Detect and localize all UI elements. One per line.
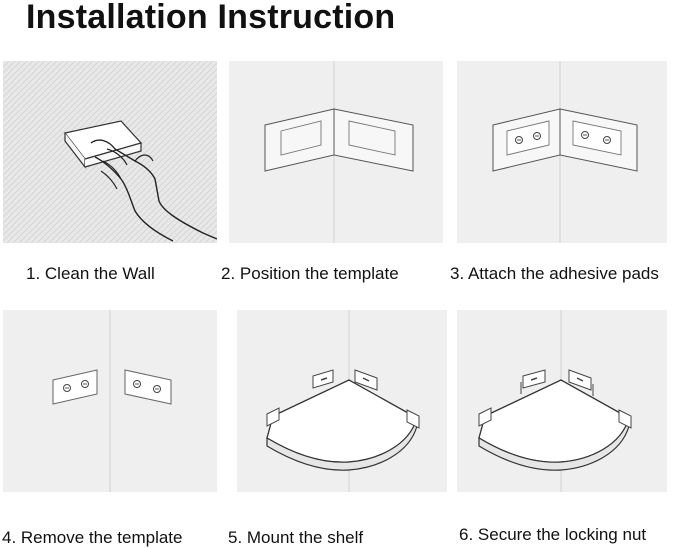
step-3-caption: 3. Attach the adhesive pads	[450, 264, 659, 283]
step-1-caption: 1. Clean the Wall	[26, 264, 155, 283]
step-1-illustration	[3, 61, 217, 243]
step-6-illustration	[457, 310, 667, 492]
step-4-caption: 4. Remove the template	[2, 528, 183, 547]
adhesive-pads-icon	[492, 61, 638, 243]
mounting-brackets-icon	[52, 310, 172, 492]
step-6-caption: 6. Secure the locking nut	[459, 525, 647, 544]
step-2-illustration	[229, 61, 443, 243]
step-5-illustration	[237, 310, 447, 492]
template-on-corner-icon	[264, 61, 414, 243]
page-title: Installation Instruction	[26, 0, 396, 36]
locking-nut-icon	[478, 310, 632, 492]
step-2-caption: 2. Position the template	[221, 264, 399, 283]
step-4-illustration	[3, 310, 217, 492]
step-3-illustration	[457, 61, 667, 243]
step-5-caption: 5. Mount the shelf	[228, 528, 364, 547]
corner-shelf-icon	[266, 310, 420, 492]
hand-wiping-wall-icon	[3, 61, 217, 243]
